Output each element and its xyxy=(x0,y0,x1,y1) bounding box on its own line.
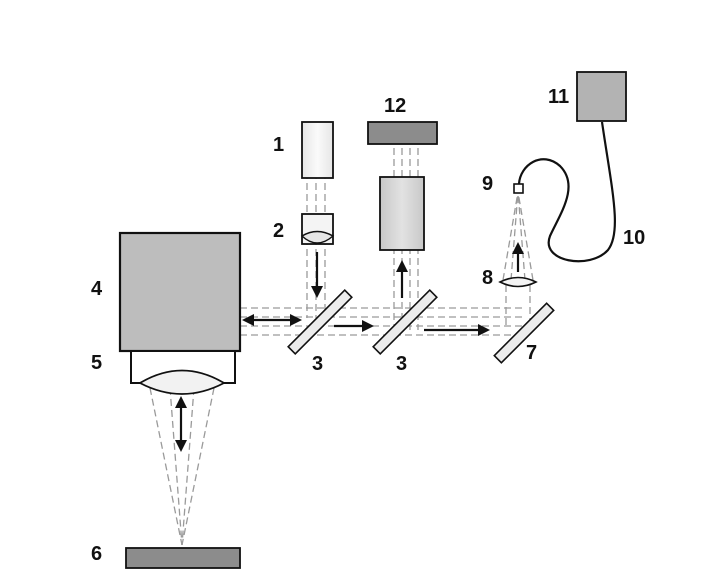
fold-mirror xyxy=(493,302,555,364)
beam-splitter-a xyxy=(287,289,353,355)
light-source xyxy=(301,121,334,179)
objective-lens xyxy=(130,350,236,395)
label-camera: 12 xyxy=(384,95,406,117)
label-detector: 11 xyxy=(548,86,569,108)
focus-lens xyxy=(498,276,538,288)
camera-sensor xyxy=(367,121,438,145)
beam-splitter-b xyxy=(372,289,438,355)
source-lens xyxy=(300,213,335,245)
label-pinhole: 9 xyxy=(482,173,493,195)
camera-body xyxy=(379,176,425,251)
pinhole xyxy=(513,183,524,194)
scanner-unit xyxy=(118,231,242,353)
label-objective: 5 xyxy=(91,352,102,374)
label-splitter-b: 3 xyxy=(396,353,407,375)
detector xyxy=(576,71,627,122)
sample-plate xyxy=(125,547,241,569)
label-source: 1 xyxy=(273,134,284,156)
label-sample: 6 xyxy=(91,543,102,565)
optical-fiber xyxy=(517,121,616,263)
label-focus-lens: 8 xyxy=(482,267,493,289)
label-splitter-a: 3 xyxy=(312,353,323,375)
label-fiber: 10 xyxy=(623,227,645,249)
component-labels: 1 2 3 3 4 5 6 7 8 9 10 11 12 xyxy=(91,86,645,565)
label-mirror: 7 xyxy=(526,342,537,364)
label-source-lens: 2 xyxy=(273,220,284,242)
label-scanner: 4 xyxy=(91,278,103,300)
direction-arrows xyxy=(175,242,524,452)
